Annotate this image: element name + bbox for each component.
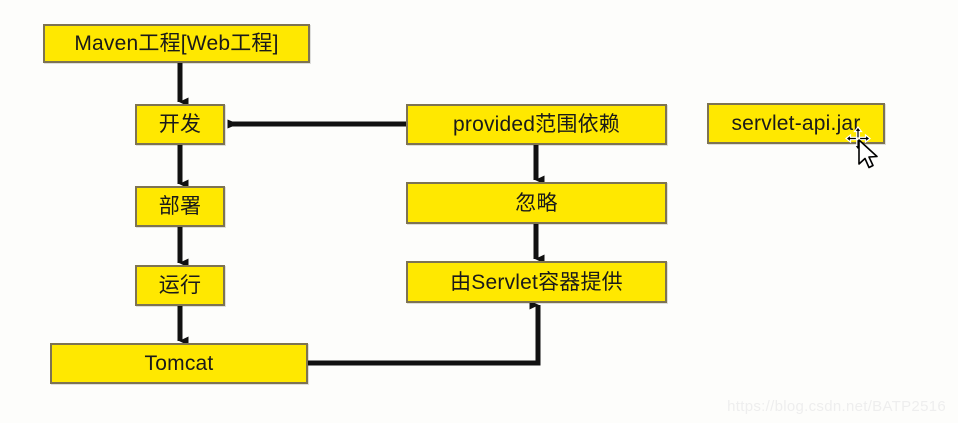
node-provided-by-container[interactable]: 由Servlet容器提供	[406, 261, 667, 303]
connector-tomcat-to-container	[308, 300, 541, 366]
node-develop[interactable]: 开发	[135, 104, 225, 145]
node-tomcat[interactable]: Tomcat	[50, 343, 308, 384]
node-deploy[interactable]: 部署	[135, 186, 225, 227]
node-provided-scope[interactable]: provided范围依赖	[406, 104, 667, 145]
watermark: https://blog.csdn.net/BATP2516	[727, 398, 946, 415]
node-maven-project[interactable]: Maven工程[Web工程]	[43, 24, 310, 63]
node-run[interactable]: 运行	[135, 265, 225, 306]
node-ignore[interactable]: 忽略	[406, 182, 667, 224]
node-servlet-api-jar[interactable]: servlet-api.jar	[707, 103, 885, 144]
